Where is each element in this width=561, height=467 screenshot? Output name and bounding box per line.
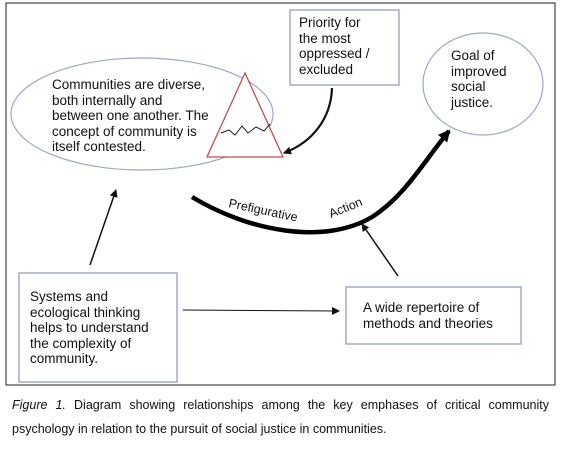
diagram-frame <box>5 2 556 386</box>
systems-box <box>18 272 178 383</box>
priority-box <box>289 9 400 86</box>
systems-text: Systems and ecological thinking helps to… <box>30 289 149 366</box>
figure-caption: Figure 1. Diagram showing relationships … <box>12 393 549 441</box>
methods-text: A wide repertoire of methods and theorie… <box>363 300 493 331</box>
methods-box <box>345 286 522 345</box>
priority-arrow <box>283 87 334 155</box>
goal-text: Goal of improved social justice. <box>451 48 507 110</box>
goal-ellipse <box>422 32 544 136</box>
systems-to-methods-arrow <box>182 306 340 315</box>
mountain-icon <box>205 71 285 158</box>
figure-label: Figure 1. <box>12 398 66 412</box>
priority-text: Priority for the most oppressed / exclud… <box>299 15 370 77</box>
caption-text: Diagram showing relationships among the … <box>12 398 549 436</box>
communities-text: Communities are diverse, both internally… <box>52 77 209 154</box>
systems-to-communities-arrow <box>89 189 118 266</box>
prefigurative-action-arc <box>190 129 451 235</box>
communities-ellipse <box>10 57 274 171</box>
arc-label-action: Action <box>327 195 365 221</box>
methods-to-arc-arrow <box>361 223 399 277</box>
